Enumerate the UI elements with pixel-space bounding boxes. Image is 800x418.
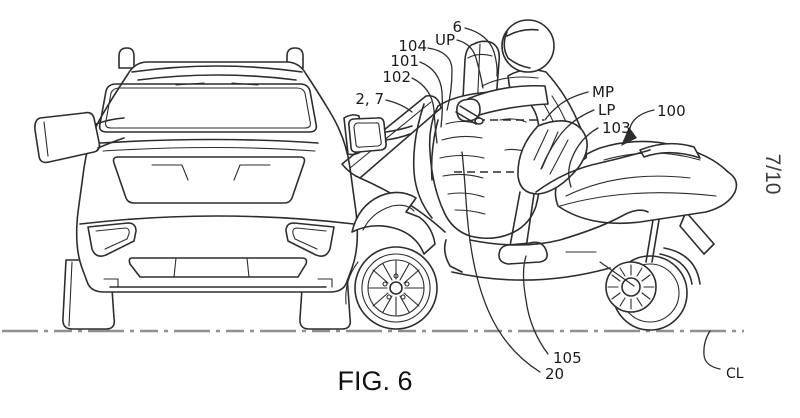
- front-tire-inner: [361, 253, 431, 323]
- front-hub: [389, 281, 403, 295]
- far-arm: [481, 76, 539, 87]
- underseat-panel: [469, 209, 649, 246]
- arrowhead-100: [621, 127, 637, 146]
- car-roof-rail-left: [118, 47, 135, 69]
- leader-20: [461, 151, 541, 373]
- rear-fender: [659, 247, 701, 285]
- grab-rail: [639, 142, 701, 159]
- leader-6: [464, 27, 498, 77]
- leader-101: [419, 61, 443, 128]
- ref-label-102: 102: [382, 68, 411, 86]
- grip-end: [474, 117, 484, 125]
- leader-CL: [703, 330, 721, 370]
- fender-inner: [362, 204, 415, 231]
- tail-fin: [679, 211, 715, 255]
- leader-2-7: [385, 99, 413, 113]
- ref-label-105: 105: [553, 349, 582, 367]
- figure-caption: FIG. 6: [337, 366, 412, 396]
- leader-lines: [385, 27, 721, 373]
- leader-100: [628, 109, 655, 132]
- car-details: [34, 65, 364, 288]
- car-rear-view: [34, 47, 364, 330]
- windshield-inner: [349, 101, 432, 169]
- callout-labels: 104 101 102 UP 6 2, 7 MP LP 103 100 105 …: [355, 18, 743, 383]
- leader-102: [411, 77, 438, 144]
- front-rim: [367, 259, 425, 317]
- rider-arms: [455, 76, 549, 125]
- car-left-mudflap: [68, 261, 73, 327]
- scooter-mirror: [348, 117, 387, 153]
- ref-label-MP: MP: [592, 83, 614, 101]
- ref-label-104: 104: [398, 37, 427, 55]
- ref-label-103: 103: [602, 119, 631, 137]
- rider-boot: [498, 241, 548, 265]
- rear-drum-fins: [607, 264, 655, 310]
- ref-label-101: 101: [390, 52, 419, 70]
- helmet-visor: [503, 28, 539, 69]
- scooter-rear: [554, 140, 738, 331]
- leader-103: [568, 127, 599, 188]
- rider-thigh: [517, 120, 588, 195]
- swingarm: [565, 251, 635, 287]
- rider-helmet: [501, 19, 555, 73]
- ref-label-20: 20: [545, 365, 564, 383]
- floorboard-front: [443, 239, 463, 273]
- ref-label-UP: UP: [435, 31, 455, 49]
- ref-label-100: 100: [657, 102, 686, 120]
- handlebar-grip: [455, 105, 481, 125]
- airbag: [428, 40, 544, 240]
- front-spokes: [368, 260, 424, 316]
- scooter-mid: [443, 149, 651, 281]
- ref-label-6: 6: [452, 18, 462, 36]
- leader-104: [427, 47, 453, 111]
- seat-line: [535, 149, 651, 193]
- mirror-stalk: [385, 125, 413, 141]
- mirror-inner: [353, 122, 382, 148]
- front-fender: [351, 191, 436, 255]
- front-fork: [412, 103, 439, 219]
- underbody: [451, 267, 611, 281]
- leader-LP: [540, 109, 595, 170]
- sheet-number: 7/10: [761, 154, 784, 195]
- rider-leg: [498, 120, 588, 265]
- rider-shin: [509, 191, 535, 249]
- rear-hub: [621, 277, 641, 297]
- ref-label-2-7: 2, 7: [355, 90, 384, 108]
- ref-label-CL: CL: [726, 366, 744, 382]
- ref-label-LP: LP: [598, 101, 615, 119]
- leader-MP: [544, 91, 589, 121]
- second-front-wheel: [345, 261, 359, 305]
- leader-105: [522, 255, 549, 355]
- scooter-front: [341, 94, 446, 330]
- rear-shock: [645, 213, 661, 263]
- leader-UP: [456, 39, 484, 89]
